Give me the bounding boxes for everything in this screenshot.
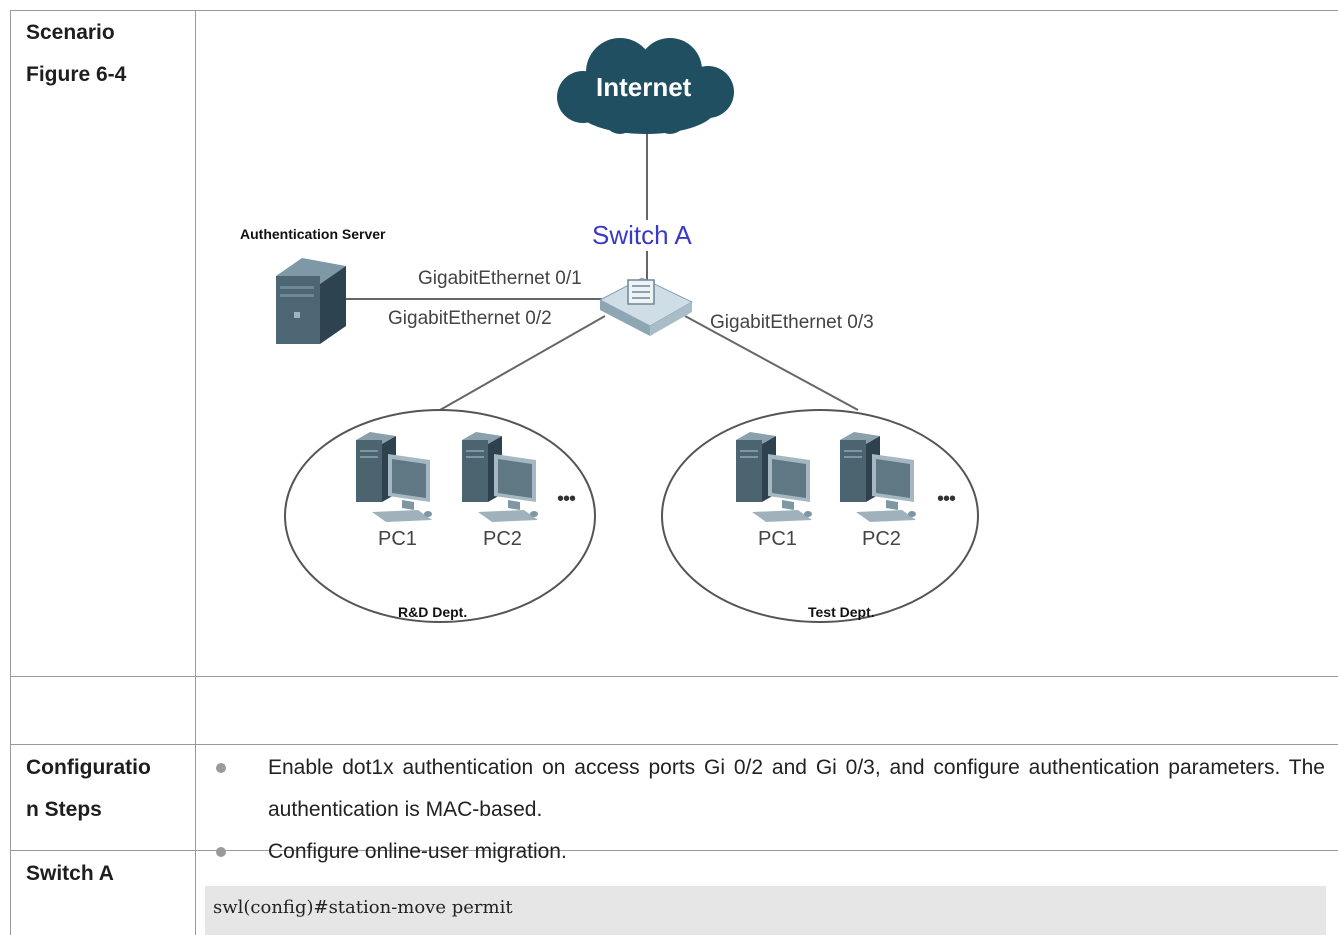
row-divider-2 [10, 744, 1338, 745]
figure-label: Figure 6-4 [26, 63, 127, 86]
scenario-label: Scenario [26, 21, 115, 44]
network-topology-figure: Internet Switch A Authentication Server … [200, 20, 1100, 660]
config-steps-label-line1: Configuratio [26, 756, 151, 779]
internet-cloud-icon [557, 38, 734, 134]
rnd-link [439, 315, 606, 411]
switch-name-label: Switch A [592, 220, 692, 251]
row-divider-3 [10, 850, 1338, 851]
table-top-border [10, 10, 1338, 11]
test-link [684, 315, 859, 411]
rnd-more-indicator: ••• [557, 488, 576, 510]
port3-label: GigabitEthernet 0/3 [710, 312, 874, 333]
config-step-item: Enable dot1x authentication on access po… [210, 747, 1325, 831]
rnd-pc2-icon [462, 432, 538, 522]
test-dept-group [661, 409, 979, 623]
test-more-indicator: ••• [937, 488, 956, 510]
port1-label: GigabitEthernet 0/1 [418, 268, 582, 289]
topology-diagram [276, 38, 979, 623]
config-step-text: Enable dot1x authentication on access po… [268, 756, 1325, 821]
rnd-dept-group [284, 409, 596, 623]
rnd-pc1-label: PC1 [378, 528, 417, 550]
rnd-dept-label: R&D Dept. [398, 604, 468, 620]
config-steps-label-line2: n Steps [26, 798, 102, 821]
config-step-text: Configure online-user migration. [268, 840, 567, 863]
config-steps-list: Enable dot1x authentication on access po… [210, 747, 1325, 873]
test-pc2-icon [840, 432, 916, 522]
internet-label: Internet [596, 72, 692, 102]
switch-a-label: Switch A [26, 862, 114, 885]
rnd-pc1-icon [356, 432, 432, 522]
switch-icon [598, 277, 694, 336]
test-dept-label: Test Dept. [808, 604, 875, 620]
table-left-border [10, 10, 11, 935]
code-block: swl(config)#station-move permit [205, 886, 1326, 935]
config-step-item: Configure online-user migration. [210, 831, 1325, 873]
server-icon [276, 258, 346, 344]
test-pc1-icon [736, 432, 812, 522]
test-pc2-label: PC2 [862, 528, 901, 550]
rnd-pc2-label: PC2 [483, 528, 522, 550]
bullet-icon [216, 763, 226, 773]
port2-label: GigabitEthernet 0/2 [388, 308, 552, 329]
table-column-divider [195, 10, 196, 935]
bullet-icon [216, 847, 226, 857]
code-line: swl(config)#station-move permit [213, 897, 513, 918]
row-divider-1 [10, 676, 1338, 677]
server-label: Authentication Server [240, 226, 386, 242]
test-pc1-label: PC1 [758, 528, 797, 550]
